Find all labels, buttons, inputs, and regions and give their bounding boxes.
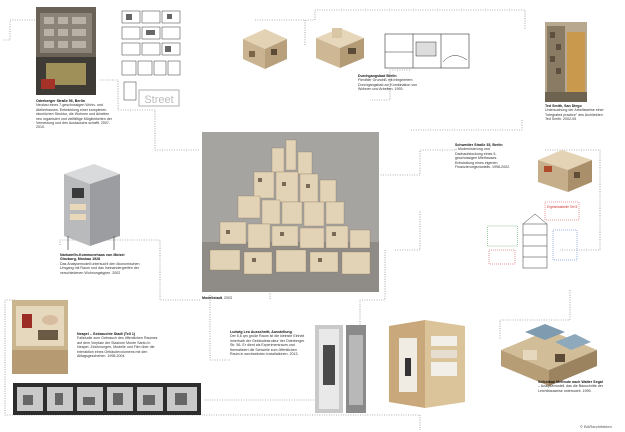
neapel-caption: Neapel – Gebrauchte Stadt (Teil 1) Falls…	[77, 332, 161, 358]
ludwig-model	[385, 318, 469, 412]
modellstadt-title: Modellstadt	[202, 296, 222, 300]
durchgangsbad-plan	[383, 30, 471, 72]
selbstbau-title: Selbstbau Methode nach Walter Segal	[538, 380, 603, 384]
schwedter-model	[532, 148, 598, 194]
selbstbau-text: – Analysemodell, das die Bauschritte der…	[538, 384, 603, 393]
street-label: Street	[144, 94, 173, 106]
narkomfin-caption: Narkomfin-Kommunehaus von Moisei Ginzbur…	[60, 253, 142, 275]
schwedter-diagram: Ergebnistabelle Teil 5	[487, 200, 581, 274]
schwedter-caption: Schwedter Straße 35, Berlin – Modernisie…	[455, 143, 515, 169]
oderberger-title: Oderberger Straße 56, Berlin	[36, 99, 85, 103]
neapel-photo	[12, 300, 68, 374]
model-photo-2	[310, 22, 370, 72]
narkomfin-title: Narkomfin-Kommunehaus von Moisei Ginzbur…	[60, 253, 125, 262]
neapel-film-strip	[13, 383, 201, 415]
ludwig-photo-2	[346, 325, 366, 413]
tedsmith-title: Ted Smith, San Diego	[545, 104, 582, 108]
schwedter-title: Schwedter Straße 35, Berlin	[455, 143, 503, 147]
ludwig-photo-1	[315, 325, 343, 413]
narkomfin-model	[60, 160, 122, 250]
selbstbau-caption: Selbstbau Methode nach Walter Segal – An…	[538, 380, 604, 393]
ludwig-title: Ludwig Leo Ausschnitt, Ausstellung	[230, 330, 292, 334]
tedsmith-photo	[545, 22, 587, 102]
diagram-label: Ergebnistabelle Teil 5	[547, 205, 577, 209]
durchgangsbad-caption: Durchgangsbad Berlin Flexibler Grundriß …	[358, 74, 418, 92]
model-photo-1	[235, 25, 293, 73]
durchgangsbad-text: Flexibler Grundriß mit integriertem Durc…	[358, 78, 418, 92]
oderberger-text: Neubau eines 7-geschossigen Wohn- und At…	[36, 103, 112, 130]
oderberger-diagram-street: Street	[121, 60, 181, 108]
durchgangsbad-title: Durchgangsbad Berlin	[358, 74, 397, 78]
oderberger-photo	[36, 7, 96, 95]
neapel-text: Fallstudie zum Gebrauch des öffentlichen…	[77, 336, 158, 359]
narkomfin-text: Das Analysemodell untersucht den ökonomi…	[60, 261, 140, 275]
oderberger-caption: Oderberger Straße 56, Berlin Neubau eine…	[36, 99, 116, 130]
neapel-title: Neapel – Gebrauchte Stadt (Teil 1)	[77, 332, 136, 336]
copyright: © BARarchitekten	[580, 424, 612, 429]
selbstbau-model	[495, 320, 603, 390]
modellstadt-photo	[202, 132, 379, 292]
tedsmith-caption: Ted Smith, San Diego Untersuchung der Ar…	[545, 104, 607, 122]
oderberger-diagram-grid	[121, 10, 181, 58]
ludwig-caption: Ludwig Leo Ausschnitt, Ausstellung Der 5…	[230, 330, 306, 356]
schwedter-text: – Modernisierung und Dachaufstockung ein…	[455, 147, 511, 170]
modellstadt-year: , 2003	[221, 296, 232, 300]
modellstadt-caption: Modellstadt, 2003	[202, 296, 282, 300]
ludwig-text: Der 5,6 qm große Raum ist die kleinste E…	[230, 334, 305, 357]
tedsmith-text: Untersuchung der Arbeitsweise einer "int…	[545, 108, 604, 122]
